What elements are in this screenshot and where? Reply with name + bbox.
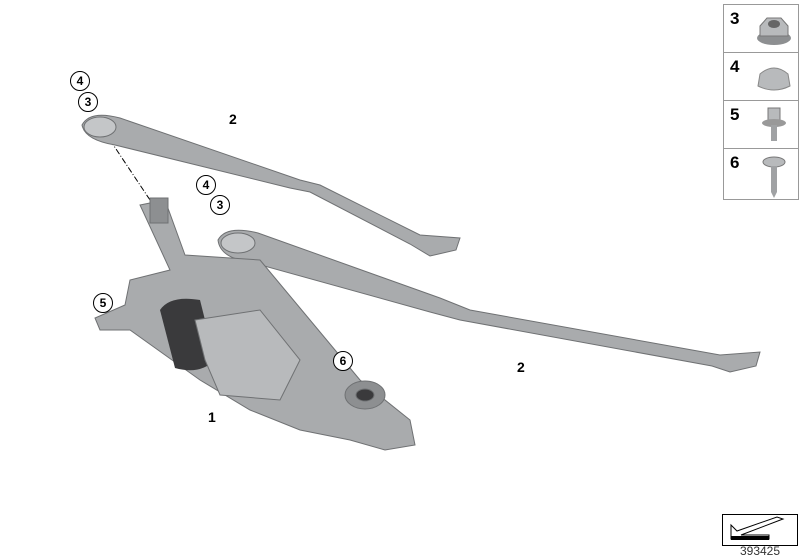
legend-item-4[interactable]: 4 [724,53,798,101]
orientation-arrow-box [722,514,798,546]
diagram-id: 393425 [739,544,781,558]
wiper-arm-upper[interactable] [81,114,461,257]
wiper-motor[interactable] [160,298,301,401]
label-wiper-arm: 2 [517,359,525,375]
torx-bolt-icon [762,107,786,141]
wiper-arm-lower[interactable] [217,229,761,373]
label-wiper-arm: 2 [229,111,237,127]
parts-legend-panel: 3 4 5 6 [723,4,799,200]
legend-item-6[interactable]: 6 [724,149,798,199]
cap-icon [757,67,791,91]
legend-item-3[interactable]: 3 [724,5,798,53]
callout-4: 4 [70,71,90,91]
flange-nut-icon [757,17,791,45]
label-wiper-linkage: 1 [208,409,216,425]
callout-3: 3 [210,195,230,215]
callout-6: 6 [333,351,353,371]
screw-icon [762,156,786,198]
callout-4: 4 [196,175,216,195]
arrow-icon [730,516,785,540]
callout-5: 5 [93,293,113,313]
legend-item-5[interactable]: 5 [724,101,798,149]
callout-3: 3 [78,92,98,112]
